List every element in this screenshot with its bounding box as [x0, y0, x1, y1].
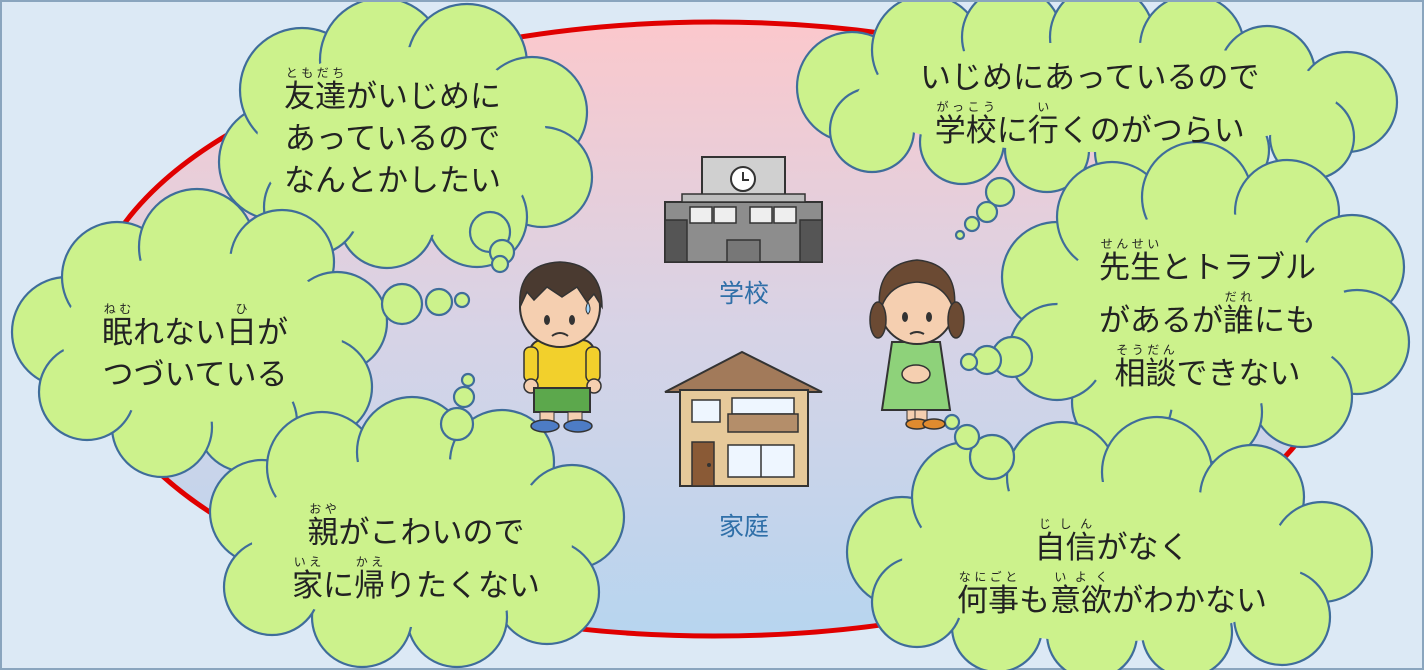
bubble-teacher-line-3: 相談そうだんできない [1114, 342, 1301, 392]
thought-cloud-friend [217, 2, 594, 270]
bubble-text-friend: 友達ともだちがいじめに あっているので なんとかしたい [284, 66, 501, 203]
label-home: 家庭 [718, 512, 769, 541]
bubble-text-teacher: 先生せんせいとトラブル があるが誰だれにも 相談そうだんできない [1099, 237, 1316, 396]
thought-cloud-sleep [10, 187, 389, 479]
bubble-friend-line-1: 友達ともだちがいじめに [284, 66, 501, 115]
bubble-teacher-line-1: 先生せんせいとトラブル [1099, 237, 1316, 286]
girl-icon [869, 259, 965, 430]
bubble-confidence-line-1: 自信じしんがなく [1034, 517, 1190, 566]
bubble-sleep-line-1: 眠ねむれない日ひが [102, 302, 288, 351]
bubble-text-parent: 親おやがこわいので 家いえに帰かえりたくない [292, 502, 540, 608]
ruby-iyoku: 意欲いよく [1050, 569, 1112, 619]
bubble-teacher-line-2: があるが誰だれにも [1099, 289, 1316, 339]
school-building-icon [664, 156, 823, 263]
thought-cloud-school [795, 2, 1399, 196]
ruby-kae: 帰かえ [354, 554, 385, 604]
thought-trail-friend [468, 210, 516, 274]
bubble-school-line-2: 学校がっこうに行いくのがつらい [934, 99, 1245, 149]
bubble-school-line-1: いじめにあっているので [920, 60, 1260, 96]
bubble-parent-line-2: 家いえに帰かえりたくない [292, 554, 540, 604]
thought-trail-school [954, 176, 1016, 241]
ruby-nanigoto: 何事なにごと [957, 569, 1019, 619]
bubble-text-sleep: 眠ねむれない日ひが つづいている [102, 302, 288, 397]
ruby-iku: 行い [1027, 99, 1059, 149]
ruby-tomodachi: 友達ともだち [284, 66, 346, 115]
thought-cloud-confidence [845, 415, 1374, 670]
ruby-dare: 誰だれ [1223, 289, 1254, 339]
ruby-nemu: 眠ねむ [102, 302, 133, 351]
bubble-parent-line-1: 親おやがこわいので [307, 502, 525, 551]
bubble-friend-line-2: あっているので [284, 120, 501, 157]
ruby-soudan: 相談そうだん [1114, 342, 1177, 392]
boy-icon [519, 261, 603, 433]
bubble-friend-line-3: なんとかしたい [284, 162, 501, 199]
thought-trail-parent [439, 372, 476, 442]
ruby-jishin: 自信じしん [1034, 517, 1097, 566]
ruby-sensei: 先生せんせい [1099, 237, 1161, 286]
ruby-gakkou: 学校がっこう [934, 99, 997, 149]
bubble-text-confidence: 自信じしんがなく 何事なにごとも意欲いよくがわかない [957, 517, 1267, 623]
ruby-oya: 親おや [307, 502, 339, 551]
ruby-ie: 家いえ [292, 554, 323, 604]
bubble-sleep-line-2: つづいている [102, 356, 288, 393]
thought-trail-confidence [943, 413, 1016, 481]
thought-cloud-parent [208, 395, 626, 669]
thought-trail-sleep [380, 282, 471, 326]
ruby-hi: 日ひ [226, 302, 257, 351]
bubble-confidence-line-2: 何事なにごとも意欲いよくがわかない [957, 569, 1267, 619]
bubble-text-school: いじめにあっているので 学校がっこうに行いくのがつらい [920, 58, 1259, 153]
label-school: 学校 [718, 279, 769, 308]
house-icon [664, 350, 823, 487]
thought-trail-teacher [959, 335, 1034, 379]
